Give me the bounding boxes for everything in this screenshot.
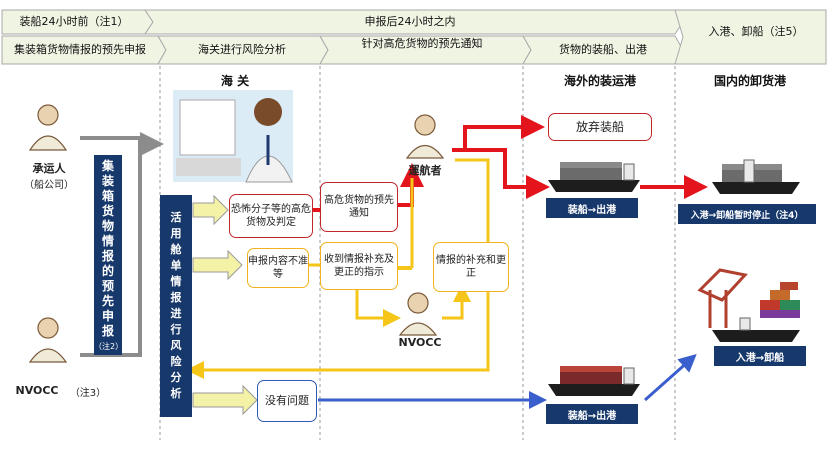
no-problem-box: 没有问题 — [257, 380, 317, 422]
header-pre-loading: 装船24小时前（注1） — [19, 15, 129, 28]
header-chevrons — [1, 9, 827, 65]
domestic-port-title: 国内的卸货港 — [713, 74, 786, 88]
nvocc-left-label: NVOCC — [15, 384, 59, 397]
carrier-icon — [20, 106, 76, 156]
carrier-label: 承运人 — [32, 162, 66, 175]
high-risk-notice-box: 高危货物的预先通知 — [320, 182, 398, 232]
operator-label: 運航者 — [408, 164, 442, 177]
header-risk-analysis: 海关进行风险分析 — [198, 43, 286, 56]
arrival-unload-label: 入港→卸船 — [714, 346, 806, 366]
customs-officer-illustration — [173, 90, 293, 182]
operator-icon — [400, 115, 450, 161]
ship-icon — [548, 162, 640, 192]
header-advance-declaration: 集装箱货物情报的预先申报 — [14, 43, 146, 56]
high-risk-notice-text: 高危货物的预先通知 — [324, 195, 394, 219]
nvocc-center-label: NVOCC — [398, 336, 442, 349]
info-supplement-box: 情报的补充和更正 — [433, 242, 509, 292]
header-arrival-unloading: 入港、卸船（注5） — [708, 25, 804, 38]
nvocc-left-note: （注3） — [69, 388, 107, 399]
header-loading-departure: 货物的装船、出港 — [559, 43, 647, 56]
info-supplement-text: 情报的补充和更正 — [436, 255, 506, 279]
customs-title: 海 关 — [220, 74, 250, 88]
advance-declaration-bar: 集装箱货物情报的预先申报 （注2） — [94, 155, 124, 355]
correction-instruction-text: 收到情报补充及更正的指示 — [324, 254, 394, 278]
advance-declaration-note: （注2） — [94, 341, 124, 351]
overseas-port-title: 海外的装运港 — [563, 74, 636, 88]
load-depart-label-top: 装船→出港 — [546, 198, 638, 218]
nvocc-center-icon — [395, 293, 445, 339]
load-depart-label-bottom: 装船→出港 — [546, 404, 638, 424]
nvocc-left-icon — [20, 318, 76, 368]
header-high-risk-notice: 针对高危货物的预先通知 — [361, 37, 483, 50]
header-within-24h: 申报后24小时之内 — [364, 15, 456, 28]
declaration-issue-text: 申报内容不准等 — [248, 256, 308, 280]
abandon-loading-box: 放弃装船 — [548, 113, 652, 141]
arrival-suspend-label: 入港→卸船暂时停止（注4） — [678, 204, 816, 224]
correction-instruction-box: 收到情报补充及更正的指示 — [320, 242, 398, 290]
declaration-issue-box: 申报内容不准等 — [247, 248, 309, 288]
no-problem-text: 没有问题 — [265, 394, 309, 407]
terror-risk-box: 恐怖分子等的高危货物及判定 — [229, 194, 313, 238]
abandon-loading-text: 放弃装船 — [575, 119, 624, 134]
customs-risk-analysis-text: 活用舱单情报进行风险分析 — [170, 211, 182, 400]
advance-declaration-text: 集装箱货物情报的预先申报 — [101, 158, 114, 338]
terror-risk-text: 恐怖分子等的高危货物及判定 — [231, 204, 311, 228]
carrier-sub-label: （船公司） — [24, 180, 74, 191]
customs-risk-analysis-bar: 活用舱单情报进行风险分析 — [160, 195, 192, 417]
